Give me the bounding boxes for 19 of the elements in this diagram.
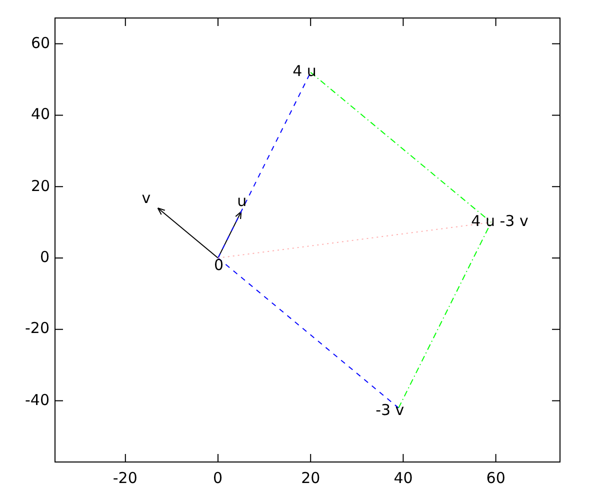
tick-label: 40 [394,470,413,487]
tick-label: 20 [301,470,320,487]
tick-label: 0 [40,249,50,266]
point-label: v [142,190,151,208]
vector-arrow [157,208,218,258]
tick-label: 0 [213,470,223,487]
tick-label: -20 [112,470,138,487]
tick-label: 60 [31,34,50,52]
line [218,222,492,258]
tick-label: 40 [31,106,50,124]
point-label: -3 v [376,402,404,419]
line [310,72,492,223]
tick-label: 20 [31,178,50,195]
point-label: 0 [214,257,224,274]
tick-label: -20 [25,320,50,338]
point-label: 4 u -3 v [471,213,528,230]
point-label: u [237,192,247,210]
tick-label: 60 [486,470,506,487]
tick-label: -40 [25,392,50,409]
